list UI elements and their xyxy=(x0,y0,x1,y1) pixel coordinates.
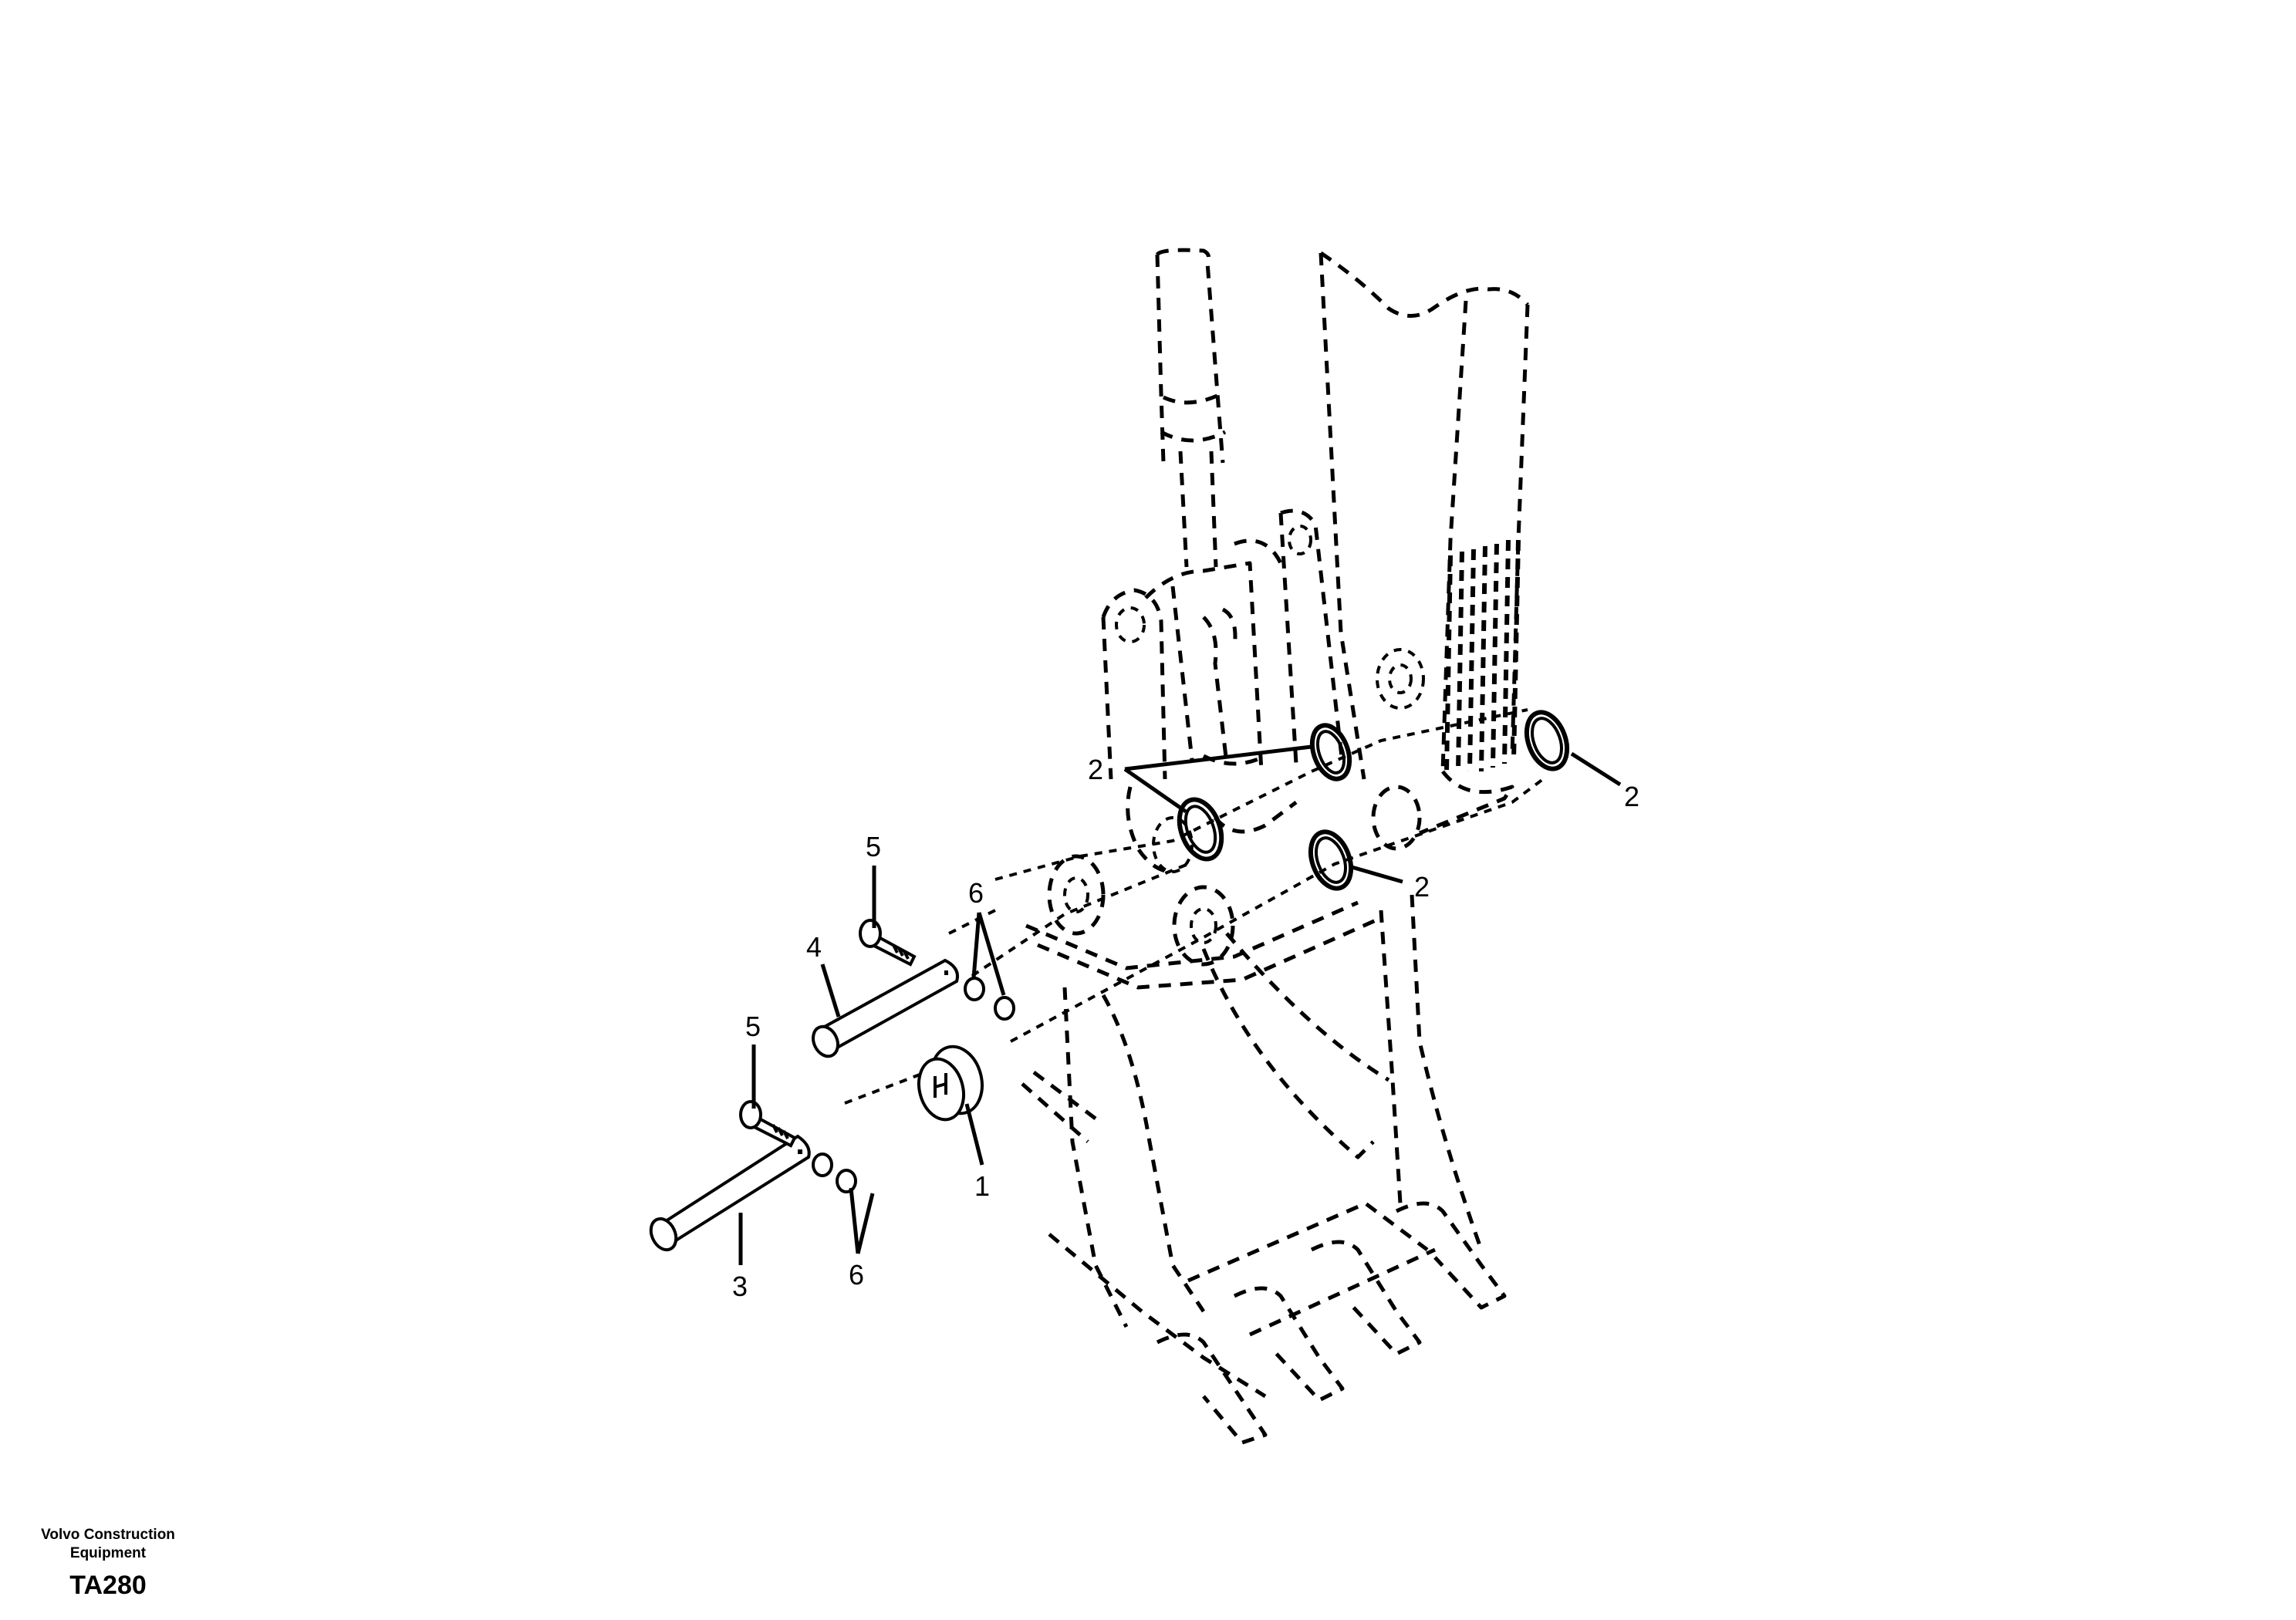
callout-1[interactable]: 1 xyxy=(974,1170,990,1202)
seal-ring-upper-left-on-link[interactable] xyxy=(1172,794,1229,865)
link-outline xyxy=(1101,508,1345,874)
callout-2-right[interactable]: 2 xyxy=(1624,781,1639,812)
nuts-lower[interactable] xyxy=(812,1153,857,1193)
seal-ring-upper-right-on-link[interactable] xyxy=(1305,721,1356,785)
nuts-upper[interactable] xyxy=(964,977,1015,1021)
leader-lines xyxy=(738,744,1622,1265)
callout-2-upper[interactable]: 2 xyxy=(1088,754,1103,785)
callout-2-center[interactable]: 2 xyxy=(1414,871,1430,903)
title-block: Volvo Construction Equipment TA280 xyxy=(15,1526,201,1600)
seal-ring-far-right[interactable] xyxy=(1519,707,1574,775)
seal-ring-center[interactable] xyxy=(1303,826,1358,894)
callout-4[interactable]: 4 xyxy=(806,931,822,963)
callout-5-lower[interactable]: 5 xyxy=(745,1011,761,1042)
bolt-lower[interactable] xyxy=(739,1100,797,1148)
callout-5-upper[interactable]: 5 xyxy=(866,831,881,862)
manufacturer-line-2: Equipment xyxy=(69,1545,147,1561)
bushing-item-1[interactable] xyxy=(913,1041,990,1125)
manufacturer-line-1: Volvo Construction xyxy=(41,1527,175,1543)
callout-6-lower[interactable]: 6 xyxy=(849,1259,864,1291)
drawing-code: TA280 xyxy=(69,1571,147,1600)
arm-outline xyxy=(1155,248,1530,835)
pin-item-4[interactable] xyxy=(809,958,959,1060)
pin-item-3[interactable] xyxy=(647,1134,811,1254)
callout-3[interactable]: 3 xyxy=(732,1271,748,1302)
callout-6-upper[interactable]: 6 xyxy=(968,877,984,909)
bolt-upper[interactable] xyxy=(859,919,917,967)
assembly-axes xyxy=(844,708,1545,1105)
callouts: 2 2 2 5 6 4 5 1 3 6 xyxy=(732,754,1639,1302)
bucket-outline xyxy=(1021,785,1507,1445)
